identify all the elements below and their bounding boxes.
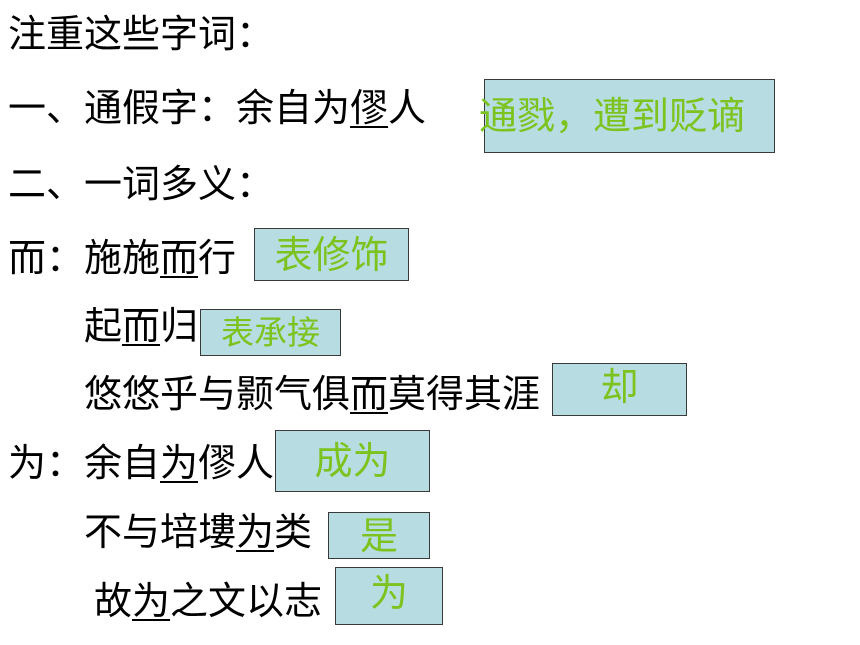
er-line-1: 而：施施而行 <box>8 235 236 281</box>
section1-sentence-before: 余自为 <box>236 86 351 130</box>
er-ex2-after: 归 <box>160 304 199 348</box>
answer-er-3: 却 <box>600 365 639 409</box>
answer-er-1: 表修饰 <box>274 232 389 277</box>
heading-text: 注重这些字词： <box>8 12 275 56</box>
wei-char-label: 为： <box>8 441 85 485</box>
er-ex3-after: 莫得其涯 <box>388 372 541 416</box>
wei-line-2: 不与培塿为类 <box>84 509 312 555</box>
answer-box-er-1: 表修饰 <box>254 228 409 281</box>
answer-box-tongjia: 通戮，遭到贬谪 <box>479 79 775 153</box>
answer-box-er-3: 却 <box>552 363 687 416</box>
er-ex2-key: 而 <box>122 304 161 348</box>
er-ex3-before: 悠悠乎与颢气俱 <box>84 372 351 416</box>
section1-line: 一、通假字：余自为僇人 <box>8 85 426 131</box>
section2-label: 二、一词多义： <box>8 162 275 206</box>
wei-ex1-before: 余自 <box>84 441 161 485</box>
wei-ex2-key: 为 <box>236 510 275 554</box>
section1-label: 一、通假字： <box>8 86 237 130</box>
answer-wei-1: 成为 <box>314 439 391 483</box>
wei-ex2-before: 不与培塿 <box>84 510 237 554</box>
er-ex2-before: 起 <box>84 304 123 348</box>
wei-ex3-key: 为 <box>132 579 171 623</box>
wei-ex3-before: 故 <box>94 579 133 623</box>
answer-box-wei-3: 为 <box>335 567 443 625</box>
answer-box-wei-2: 是 <box>328 512 430 559</box>
section2-line: 二、一词多义： <box>8 161 274 207</box>
er-line-3: 悠悠乎与颢气俱而莫得其涯 <box>84 371 540 417</box>
section1-key-char: 僇 <box>350 86 389 130</box>
wei-ex2-after: 类 <box>274 510 313 554</box>
heading: 注重这些字词： <box>8 11 274 57</box>
answer-er-2: 表承接 <box>221 313 320 352</box>
er-char-label: 而： <box>8 236 85 280</box>
er-ex1-key: 而 <box>160 236 199 280</box>
wei-ex1-key: 为 <box>160 441 199 485</box>
er-ex1-after: 行 <box>198 236 237 280</box>
section1-sentence-after: 人 <box>388 86 427 130</box>
er-ex3-key: 而 <box>350 372 389 416</box>
wei-line-3: 故为之文以志 <box>94 578 322 624</box>
wei-ex3-after: 之文以志 <box>170 579 323 623</box>
er-ex1-before: 施施 <box>84 236 161 280</box>
wei-line-1: 为：余自为僇人 <box>8 440 274 486</box>
answer-wei-2: 是 <box>359 513 398 558</box>
answer-tongjia: 通戮，遭到贬谪 <box>479 94 746 138</box>
answer-wei-3: 为 <box>369 571 408 615</box>
answer-box-er-2: 表承接 <box>200 309 341 356</box>
wei-ex1-after: 僇人 <box>198 441 275 485</box>
er-line-2: 起而归 <box>84 303 198 349</box>
answer-box-wei-1: 成为 <box>275 430 430 492</box>
